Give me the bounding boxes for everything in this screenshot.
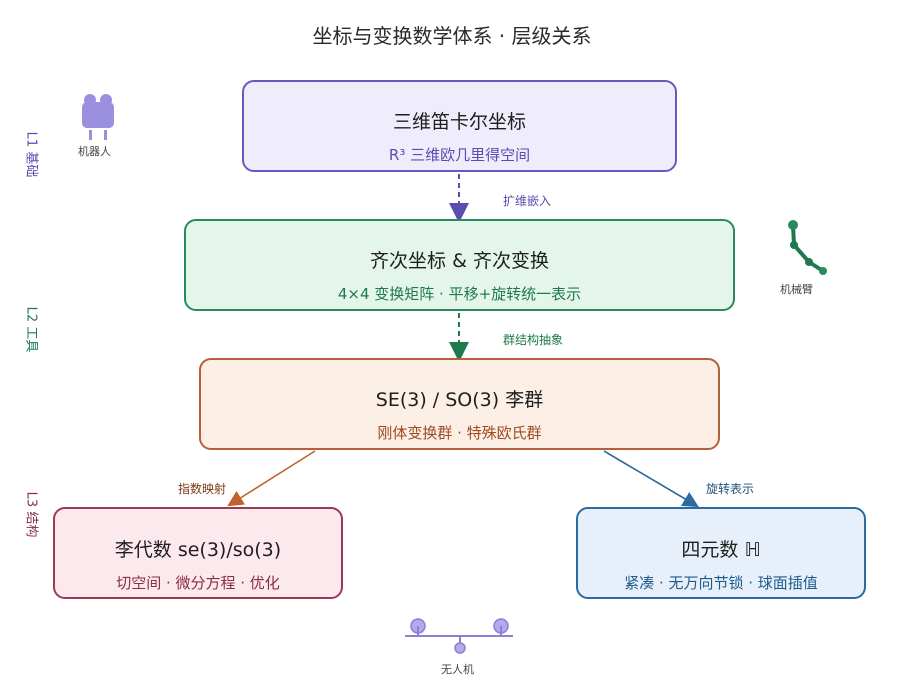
node-lie-algebra-title: 李代数 se(3)/so(3) [114, 539, 282, 561]
robot-arm-label: 机械臂 [780, 283, 813, 296]
node-homogeneous: 齐次坐标 & 齐次变换 4×4 变换矩阵 · 平移+旋转统一表示 [184, 219, 735, 311]
node-homogeneous-title: 齐次坐标 & 齐次变换 [370, 250, 549, 272]
node-quaternion: 四元数 ℍ 紧凑 · 无万向节锁 · 球面插值 [576, 507, 866, 599]
node-lie-group: SE(3) / SO(3) 李群 刚体变换群 · 特殊欧氏群 [199, 358, 720, 450]
node-lie-group-title: SE(3) / SO(3) 李群 [375, 389, 544, 411]
node-quaternion-subtitle: 紧凑 · 无万向节锁 · 球面插值 [624, 574, 818, 592]
edge-label-embed: 扩维嵌入 [503, 194, 552, 208]
robot-icon [82, 94, 114, 140]
node-cartesian: 三维笛卡尔坐标 R³ 三维欧几里得空间 [242, 80, 677, 172]
edge-label-group: 群结构抽象 [503, 333, 564, 347]
edge-label-exp: 指数映射 [178, 482, 227, 496]
drone-icon [405, 618, 513, 654]
node-quaternion-title: 四元数 ℍ [681, 539, 761, 561]
robot-label: 机器人 [78, 145, 111, 158]
node-lie-group-subtitle: 刚体变换群 · 特殊欧氏群 [377, 424, 542, 442]
edge-label-rotation: 旋转表示 [706, 482, 755, 496]
drone-label: 无人机 [441, 663, 474, 676]
node-lie-algebra: 李代数 se(3)/so(3) 切空间 · 微分方程 · 优化 [53, 507, 343, 599]
robot-arm-icon [788, 220, 827, 275]
edge-liegroup-quaternion [603, 450, 699, 508]
node-homogeneous-subtitle: 4×4 变换矩阵 · 平移+旋转统一表示 [337, 285, 582, 303]
edge-liegroup-liealgebra [227, 450, 316, 507]
node-cartesian-subtitle: R³ 三维欧几里得空间 [388, 146, 531, 164]
node-lie-algebra-subtitle: 切空间 · 微分方程 · 优化 [116, 574, 280, 592]
node-cartesian-title: 三维笛卡尔坐标 [392, 111, 526, 133]
diagram-title: 坐标与变换数学体系 · 层级关系 [312, 24, 592, 48]
